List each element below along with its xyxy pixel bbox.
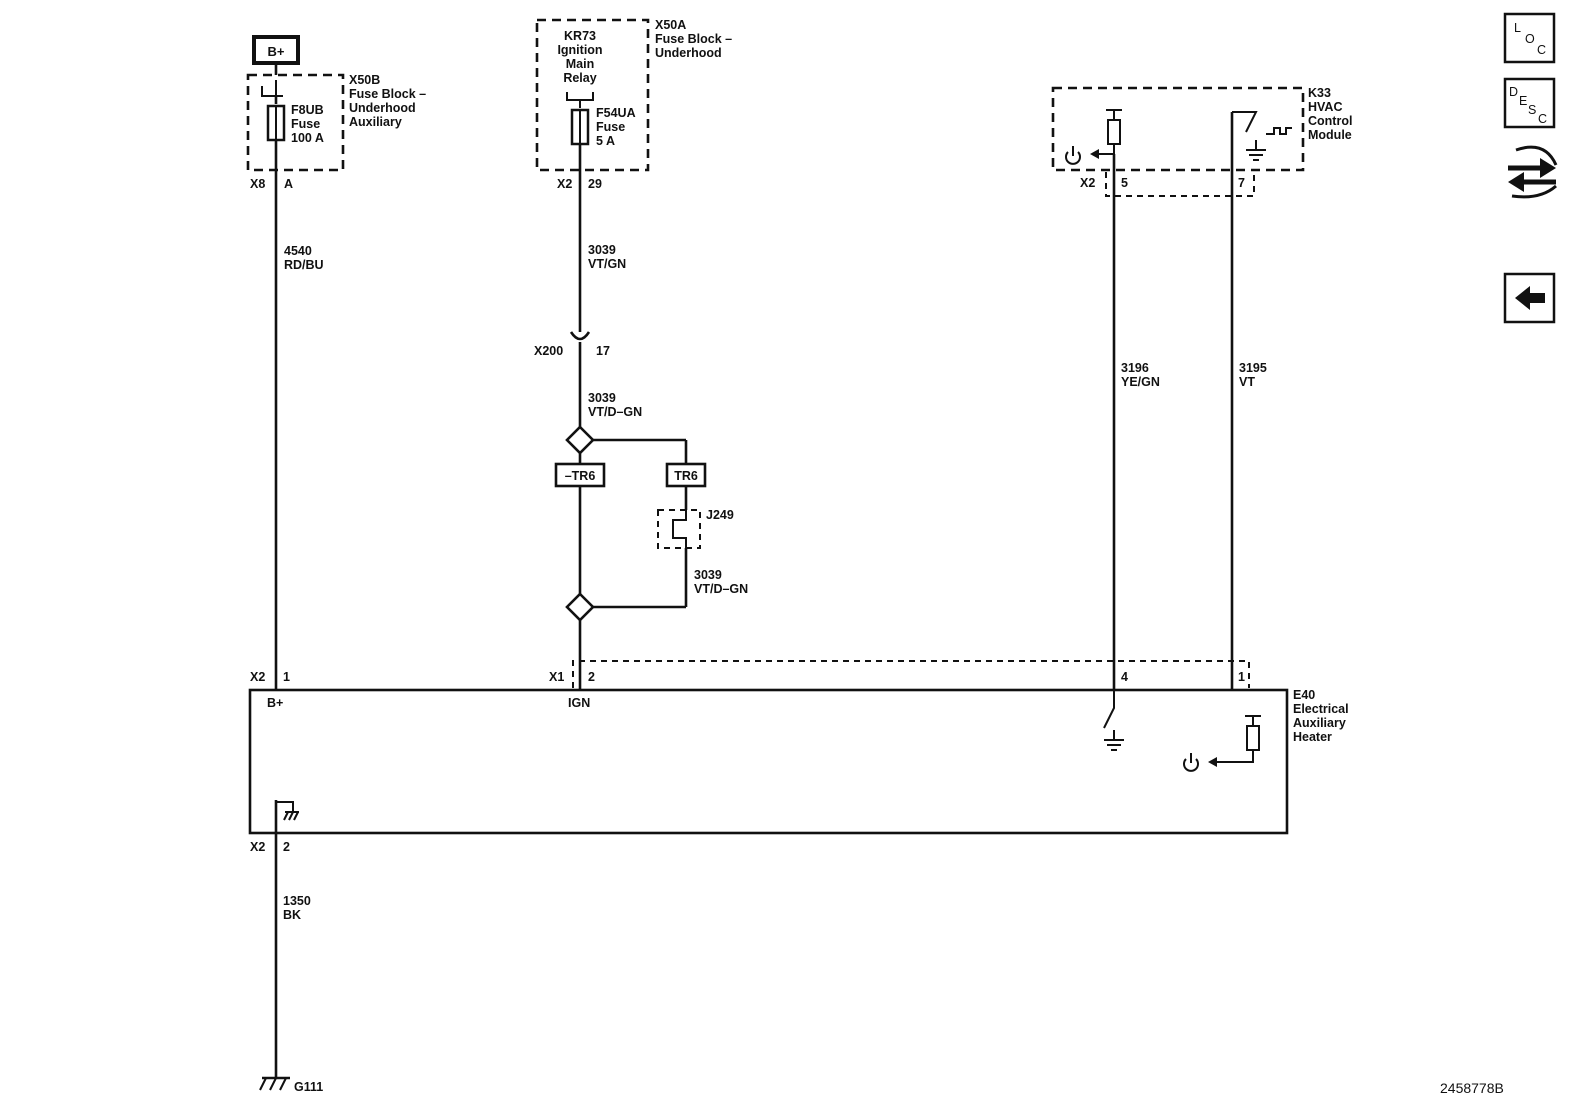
hvac-pin-5: 5 [1121, 176, 1128, 190]
back-button[interactable] [1503, 272, 1556, 324]
relay-kr73-line3: Main [566, 57, 594, 71]
hvac-power-icon [1065, 146, 1081, 165]
connector-x8-pin: A [284, 177, 293, 191]
wire-4540-color: RD/BU [284, 258, 324, 272]
back-arrow-icon [1515, 286, 1545, 310]
fuse-block-uh-line2: Underhood [655, 46, 722, 60]
wire-1350-number: 1350 [283, 894, 311, 908]
connector-x200: X200 [534, 344, 563, 358]
connector-swap-icon[interactable] [1508, 145, 1558, 199]
jumper-j249-label: J249 [706, 508, 734, 522]
option-not-tr6-label: –TR6 [565, 469, 596, 483]
connector-x200-pin: 17 [596, 344, 610, 358]
connector-x2-heater: X2 [250, 670, 265, 684]
x1-pin-2: 2 [588, 670, 595, 684]
wire-3196-number: 3196 [1121, 361, 1149, 375]
fuse-f54ua-rating: 5 A [596, 134, 615, 148]
fuse-f8ub-name: F8UB [291, 103, 324, 117]
fuse-block-underhood-outline [535, 18, 650, 172]
ground-g111-icon [259, 1076, 290, 1091]
desc-button[interactable]: D E S C [1503, 77, 1556, 129]
wire-3039-top-number: 3039 [588, 243, 616, 257]
fuse-f54ua-type: Fuse [596, 120, 625, 134]
battery-label: B+ [268, 44, 285, 59]
wire-3039-mid-number: 3039 [588, 391, 616, 405]
fuse-f8ub-rating: 100 A [291, 131, 324, 145]
wire-3196-color: YE/GN [1121, 375, 1160, 389]
desc-letter-1: D [1509, 85, 1518, 99]
hvac-module-line2: HVAC [1308, 100, 1343, 114]
heater-line4: Heater [1293, 730, 1332, 744]
heater-resistor-icon [1246, 725, 1260, 751]
hvac-module-line3: Control [1308, 114, 1352, 128]
fuse-f8ub-type: Fuse [291, 117, 320, 131]
loc-button[interactable]: L O C [1503, 12, 1556, 64]
diagram-id: 2458778B [1440, 1080, 1504, 1096]
heater-pin-bplus: B+ [267, 696, 283, 710]
loc-letter-3: C [1537, 43, 1546, 57]
heater-pin-1-bplus: 1 [283, 670, 290, 684]
hvac-module-line4: Module [1308, 128, 1352, 142]
hvac-pin-7: 7 [1238, 176, 1245, 190]
heater-line2: Electrical [1293, 702, 1349, 716]
hvac-module-id: K33 [1308, 86, 1331, 100]
fuse-block-aux-id: X50B [349, 73, 380, 87]
ground-g111-label: G111 [294, 1080, 323, 1094]
fuse-block-uh-id: X50A [655, 18, 686, 32]
relay-kr73-name: KR73 [564, 29, 596, 43]
desc-letter-2: E [1519, 94, 1527, 108]
battery-block: B+ [252, 35, 300, 65]
relay-kr73-line2: Ignition [557, 43, 602, 57]
x1-pin-1: 1 [1238, 670, 1245, 684]
wire-3039-low-color: VT/D–GN [694, 582, 748, 596]
hvac-ground-icon [1246, 140, 1266, 161]
fuse-block-uh-line1: Fuse Block – [655, 32, 732, 46]
heater-pin-ign: IGN [568, 696, 590, 710]
wire-1350-color: BK [283, 908, 301, 922]
heater-box [248, 688, 1289, 835]
fuse-block-aux-line3: Auxiliary [349, 115, 402, 129]
connector-x1: X1 [549, 670, 564, 684]
splice-bottom [565, 592, 595, 622]
x1-pin-4: 4 [1121, 670, 1128, 684]
loc-letter-2: O [1525, 32, 1535, 46]
connector-x2-ground: X2 [250, 840, 265, 854]
ground-pin-2: 2 [283, 840, 290, 854]
hvac-resistor-icon [1107, 119, 1121, 145]
connector-x2-f54: X2 [557, 177, 572, 191]
desc-letter-4: C [1538, 112, 1547, 126]
heater-line3: Auxiliary [1293, 716, 1346, 730]
wire-3195-number: 3195 [1239, 361, 1267, 375]
wire-3039-mid-color: VT/D–GN [588, 405, 642, 419]
connector-x8: X8 [250, 177, 265, 191]
heater-power-icon [1183, 753, 1199, 772]
heater-chassis-ground-icon [275, 801, 299, 821]
wire-3195-color: VT [1239, 375, 1255, 389]
wire-3039-low-number: 3039 [694, 568, 722, 582]
option-tr6-label: TR6 [674, 469, 698, 483]
jumper-j249-outline [657, 509, 701, 549]
connector-x2-hvac: X2 [1080, 176, 1095, 190]
desc-letter-3: S [1528, 103, 1536, 117]
wire-3039-top-color: VT/GN [588, 257, 626, 271]
heater-id: E40 [1293, 688, 1315, 702]
connector-x2-f54-pin: 29 [588, 177, 602, 191]
hvac-module-outline [1051, 86, 1305, 172]
fuse-block-aux-line1: Fuse Block – [349, 87, 426, 101]
fuse-block-aux-outline [246, 73, 345, 172]
loc-letter-1: L [1514, 21, 1521, 35]
relay-kr73-line4: Relay [563, 71, 596, 85]
fuse-block-aux-line2: Underhood [349, 101, 416, 115]
splice-top [565, 425, 595, 455]
fuse-f54ua-name: F54UA [596, 106, 636, 120]
wire-4540-number: 4540 [284, 244, 312, 258]
heater-ground-icon [1104, 730, 1124, 751]
